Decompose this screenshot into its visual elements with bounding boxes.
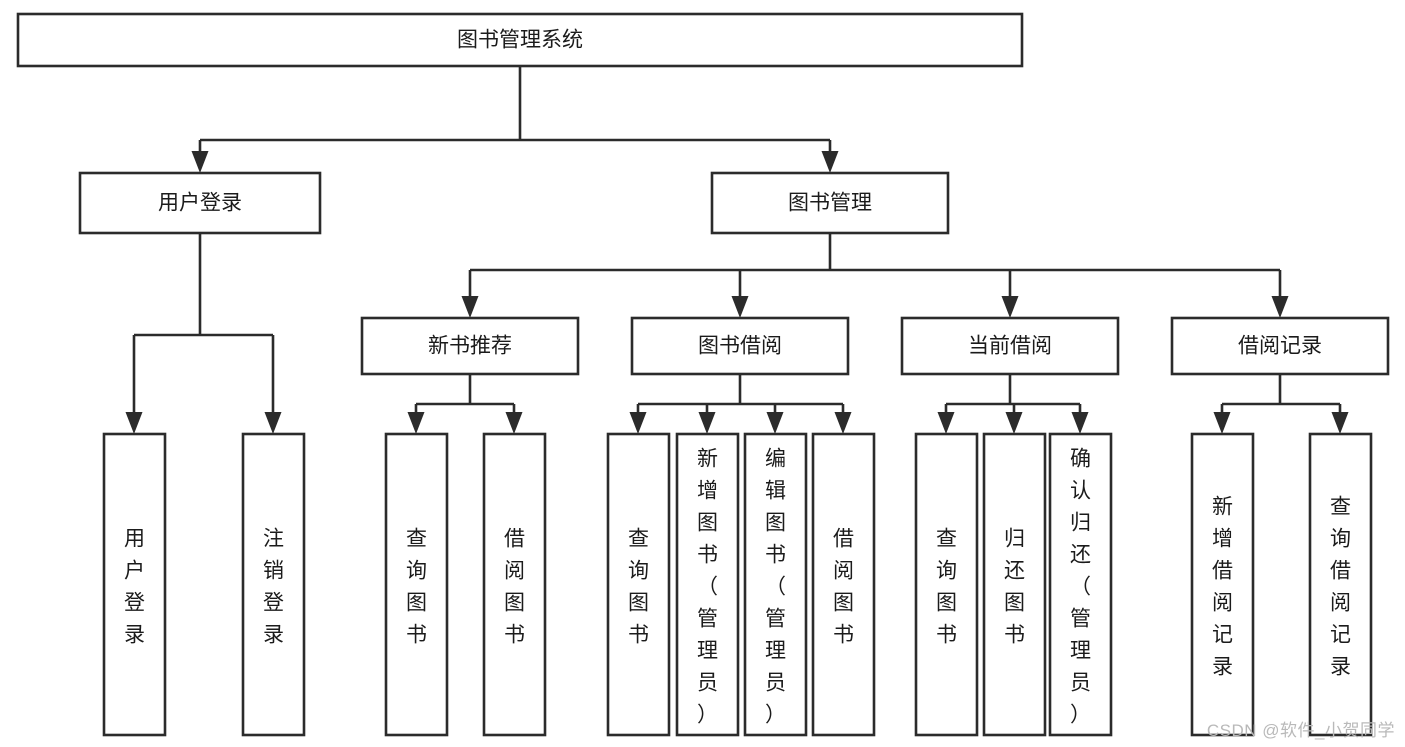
node-label: 借阅图书 <box>504 527 525 646</box>
node-label: 查询借阅记录 <box>1330 495 1351 678</box>
node-leaf-user-login[interactable]: 用户登录 <box>102 432 167 737</box>
node-leaf-query-book-3[interactable]: 查询图书 <box>914 432 979 737</box>
node-book-manage[interactable]: 图书管理 <box>710 171 950 235</box>
node-label: 注销登录 <box>263 527 284 646</box>
node-label: 当前借阅 <box>968 335 1052 358</box>
node-leaf-confirm-return[interactable]: 确认归还（管理员） <box>1048 432 1113 737</box>
node-box[interactable] <box>1170 316 1390 376</box>
node-new-book-recommend[interactable]: 新书推荐 <box>360 316 580 376</box>
node-box[interactable] <box>982 432 1047 737</box>
connector-borrowrecord-to-leaves <box>1213 374 1349 434</box>
node-box[interactable] <box>743 432 808 737</box>
node-current-borrow[interactable]: 当前借阅 <box>900 316 1120 376</box>
node-leaf-add-record[interactable]: 新增借阅记录 <box>1190 432 1255 737</box>
node-box[interactable] <box>1048 432 1113 737</box>
node-box[interactable] <box>900 316 1120 376</box>
connector-currentborrow-to-leaves <box>937 374 1089 434</box>
node-box[interactable] <box>102 432 167 737</box>
connector-bookmanage-to-level2 <box>461 233 1289 318</box>
node-leaf-edit-book[interactable]: 编辑图书（管理员） <box>743 432 808 737</box>
node-box[interactable] <box>1190 432 1255 737</box>
node-box[interactable] <box>78 171 322 235</box>
node-box[interactable] <box>914 432 979 737</box>
node-leaf-query-record[interactable]: 查询借阅记录 <box>1308 432 1373 737</box>
nodes-layer: 图书管理系统用户登录图书管理新书推荐图书借阅当前借阅借阅记录用户登录注销登录查询… <box>16 12 1390 737</box>
node-leaf-borrow-book-2[interactable]: 借阅图书 <box>811 432 876 737</box>
node-book-borrow[interactable]: 图书借阅 <box>630 316 850 376</box>
node-label: 借阅记录 <box>1238 335 1322 358</box>
csdn-watermark: CSDN @软件_小贺同学 <box>1206 721 1395 740</box>
node-label: 查询图书 <box>628 527 649 646</box>
node-leaf-add-book[interactable]: 新增图书（管理员） <box>675 432 740 737</box>
connector-newbook-to-leaves <box>407 374 523 434</box>
node-label: 新增借阅记录 <box>1212 495 1233 678</box>
connector-bookborrow-to-leaves <box>629 374 852 434</box>
connector-userlogin-to-leaves <box>125 233 282 434</box>
node-label: 新增图书（管理员） <box>697 447 718 726</box>
node-label: 图书借阅 <box>698 335 782 358</box>
node-box[interactable] <box>1308 432 1373 737</box>
node-leaf-borrow-book-1[interactable]: 借阅图书 <box>482 432 547 737</box>
node-label: 用户登录 <box>158 192 242 215</box>
node-leaf-query-book-1[interactable]: 查询图书 <box>384 432 449 737</box>
node-label: 借阅图书 <box>833 527 854 646</box>
node-box[interactable] <box>241 432 306 737</box>
node-label: 归还图书 <box>1004 527 1025 646</box>
node-label: 编辑图书（管理员） <box>765 447 786 726</box>
node-box[interactable] <box>482 432 547 737</box>
node-label: 图书管理系统 <box>457 29 583 52</box>
node-label: 查询图书 <box>936 527 957 646</box>
node-borrow-record[interactable]: 借阅记录 <box>1170 316 1390 376</box>
connectors-layer <box>125 66 1349 434</box>
node-box[interactable] <box>811 432 876 737</box>
node-label: 确认归还（管理员） <box>1070 447 1091 726</box>
node-root[interactable]: 图书管理系统 <box>16 12 1024 68</box>
node-box[interactable] <box>384 432 449 737</box>
connector-root-to-level1 <box>191 66 839 173</box>
node-box[interactable] <box>710 171 950 235</box>
node-box[interactable] <box>675 432 740 737</box>
node-box[interactable] <box>606 432 671 737</box>
node-leaf-user-logout[interactable]: 注销登录 <box>241 432 306 737</box>
node-box[interactable] <box>630 316 850 376</box>
node-label: 图书管理 <box>788 192 872 215</box>
node-box[interactable] <box>360 316 580 376</box>
node-label: 查询图书 <box>406 527 427 646</box>
node-leaf-return-book[interactable]: 归还图书 <box>982 432 1047 737</box>
node-label: 新书推荐 <box>428 335 512 358</box>
node-leaf-query-book-2[interactable]: 查询图书 <box>606 432 671 737</box>
node-label: 用户登录 <box>124 527 145 646</box>
node-box[interactable] <box>16 12 1024 68</box>
node-user-login[interactable]: 用户登录 <box>78 171 322 235</box>
